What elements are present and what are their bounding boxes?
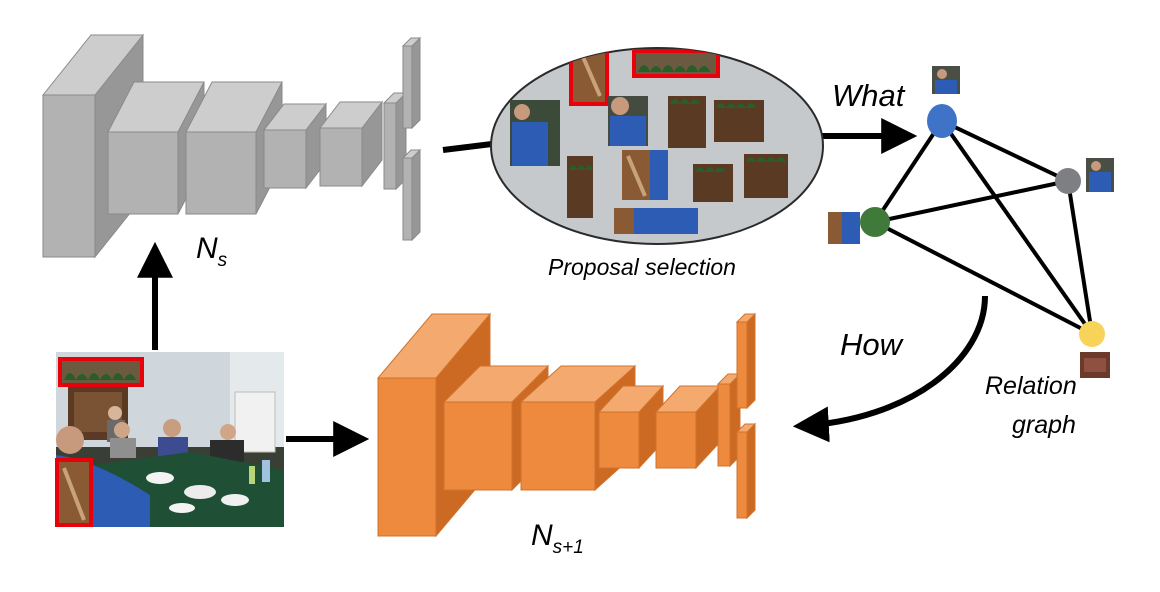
graph-edge: [874, 179, 1069, 224]
graph-node-yellow: [1079, 321, 1105, 347]
input-image: [55, 352, 284, 527]
proposal-selection-pool: [490, 47, 824, 245]
conv-block: [401, 36, 422, 130]
graph-node-gray: [1055, 168, 1081, 194]
proposal-crop-chair-2: [622, 150, 668, 200]
graph-edge: [940, 119, 1094, 336]
highlight-box-chair: [55, 458, 93, 527]
network-ns-plus-1: [376, 312, 757, 538]
connector-ns-to-proposals: [442, 141, 493, 153]
proposal-crop-cabinet-3: [693, 164, 733, 202]
node-thumbnail-yellow: [1080, 352, 1110, 378]
node-thumbnail-blue: [932, 66, 960, 94]
conv-block: [262, 102, 328, 190]
conv-block: [318, 100, 384, 188]
conv-block: [401, 148, 422, 242]
highlight-box-plant: [58, 357, 144, 387]
network-ns-label: Ns: [196, 232, 228, 271]
how-label: How: [840, 327, 905, 362]
node-thumbnail-green: [828, 212, 860, 244]
proposal-crop-plant-cabinet: [567, 156, 593, 218]
network-ns1-label-main: N: [531, 519, 553, 552]
proposal-crop-man-3: [614, 208, 698, 234]
graph-edge: [874, 220, 1093, 336]
graph-node-blue: [927, 104, 957, 138]
proposal-crop-man-2: [608, 96, 648, 146]
relation-graph-label-line1: Relation: [985, 372, 1077, 400]
node-thumbnail-gray: [1086, 158, 1114, 192]
graph-edge: [941, 119, 1069, 183]
graph-edge: [873, 119, 944, 224]
conv-block: [735, 422, 757, 520]
network-ns-label-main: N: [196, 232, 218, 265]
relation-graph: [828, 66, 1114, 378]
proposal-crop-cabinet-1: [668, 96, 706, 148]
graph-edge: [1066, 180, 1094, 335]
proposal-crop-cabinet-4: [744, 154, 788, 198]
network-ns1-label-sub: s+1: [553, 537, 584, 558]
conv-block: [654, 384, 722, 470]
proposal-crop-man-1: [510, 100, 560, 166]
arrow-how: [792, 295, 988, 443]
proposal-selection-label: Proposal selection: [548, 254, 736, 280]
network-ns1-label: Ns+1: [531, 519, 584, 558]
relation-graph-label-line2: graph: [1012, 411, 1076, 439]
graph-node-green: [860, 207, 890, 237]
conv-block: [107, 81, 205, 215]
network-ns: [41, 33, 422, 259]
network-ns-label-sub: s: [218, 250, 228, 271]
proposal-crop-cabinet-2: [714, 100, 764, 142]
conv-block: [735, 312, 757, 410]
what-label: What: [832, 78, 906, 113]
proposal-crop-chair: [569, 48, 609, 106]
proposal-crop-plant: [632, 49, 720, 78]
